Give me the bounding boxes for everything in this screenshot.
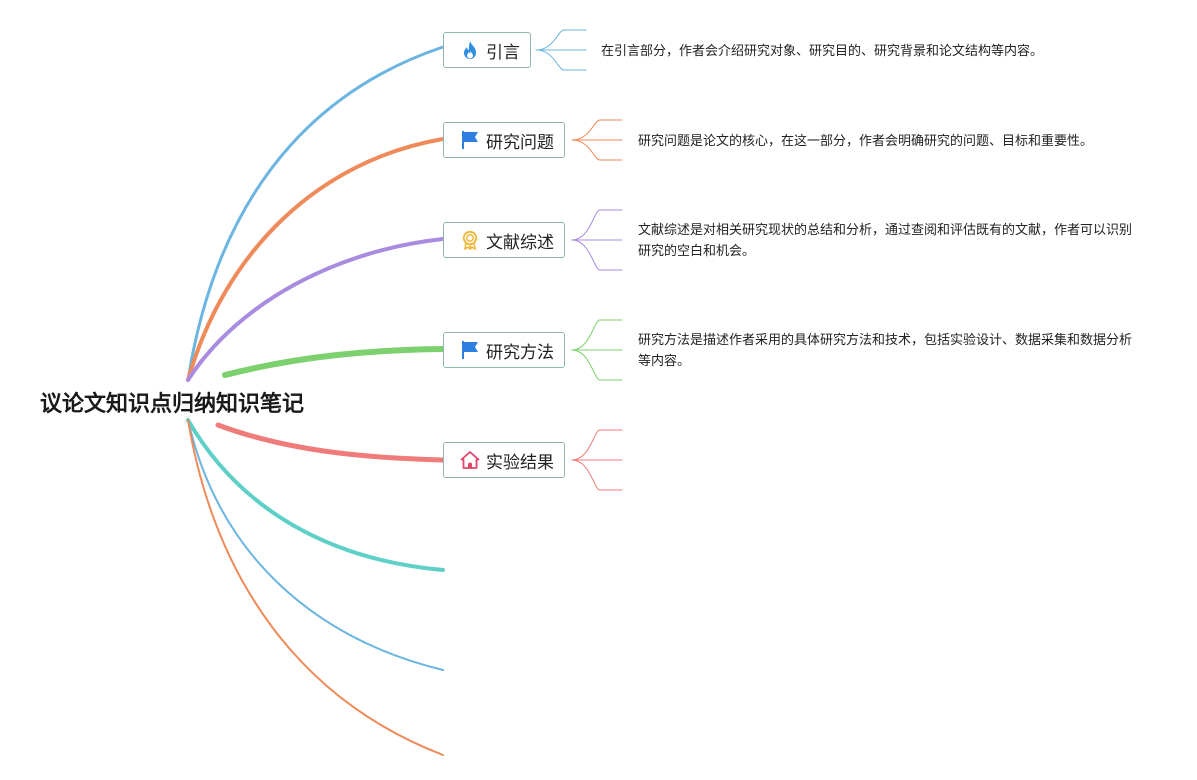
award-icon xyxy=(460,230,480,250)
sub-branch-connector xyxy=(571,429,623,461)
branch-node-intro[interactable]: 引言 xyxy=(443,32,531,68)
sub-branch-connector xyxy=(571,239,623,271)
branch-connector xyxy=(186,237,445,382)
branch-connector xyxy=(186,137,445,382)
branch-node-research-method[interactable]: 研究方法 xyxy=(443,332,565,368)
sub-branch-connector xyxy=(571,459,623,491)
sub-branch-connector xyxy=(535,49,587,71)
branch-label: 引言 xyxy=(486,42,520,63)
branch-label: 文献综述 xyxy=(486,232,554,253)
branch-node-experiment-results[interactable]: 实验结果 xyxy=(443,442,565,478)
branch-connector xyxy=(215,422,446,463)
root-topic[interactable]: 议论文知识点归纳知识笔记 xyxy=(40,386,304,418)
branch-description-research-method: 研究方法是描述作者采用的具体研究方法和技术，包括实验设计、数据采集和数据分析等内… xyxy=(638,333,1133,369)
root-topic-label: 议论文知识点归纳知识笔记 xyxy=(40,392,305,417)
branch-connector xyxy=(187,419,444,671)
branch-description-intro: 在引言部分，作者会介绍研究对象、研究目的、研究背景和论文结构等内容。 xyxy=(601,44,1044,59)
flag-icon xyxy=(460,130,480,150)
branch-description-literature-review: 文献综述是对相关研究现状的总结和分析，通过查阅和评估既有的文献，作者可以识别研究… xyxy=(638,223,1133,259)
branch-label: 研究方法 xyxy=(486,342,554,363)
fire-icon xyxy=(460,40,480,60)
branch-label: 研究问题 xyxy=(486,132,554,153)
sub-branch-connector xyxy=(571,209,623,241)
branch-node-research-question[interactable]: 研究问题 xyxy=(443,122,565,158)
sub-branch-connector xyxy=(571,139,623,161)
flag-icon xyxy=(460,340,480,360)
sub-branch-connector xyxy=(571,349,623,381)
branch-connector xyxy=(186,45,445,382)
sub-branch-connector xyxy=(571,319,623,351)
branch-label: 实验结果 xyxy=(486,452,554,473)
sub-branch-connector xyxy=(535,29,587,51)
branch-connector xyxy=(186,418,445,572)
home-icon xyxy=(460,450,480,470)
branch-connector xyxy=(187,419,444,756)
branch-node-literature-review[interactable]: 文献综述 xyxy=(443,222,565,258)
sub-branch-connector xyxy=(571,119,623,141)
branch-description-research-question: 研究问题是论文的核心，在这一部分，作者会明确研究的问题、目标和重要性。 xyxy=(638,134,1094,149)
branch-connector xyxy=(222,346,446,378)
